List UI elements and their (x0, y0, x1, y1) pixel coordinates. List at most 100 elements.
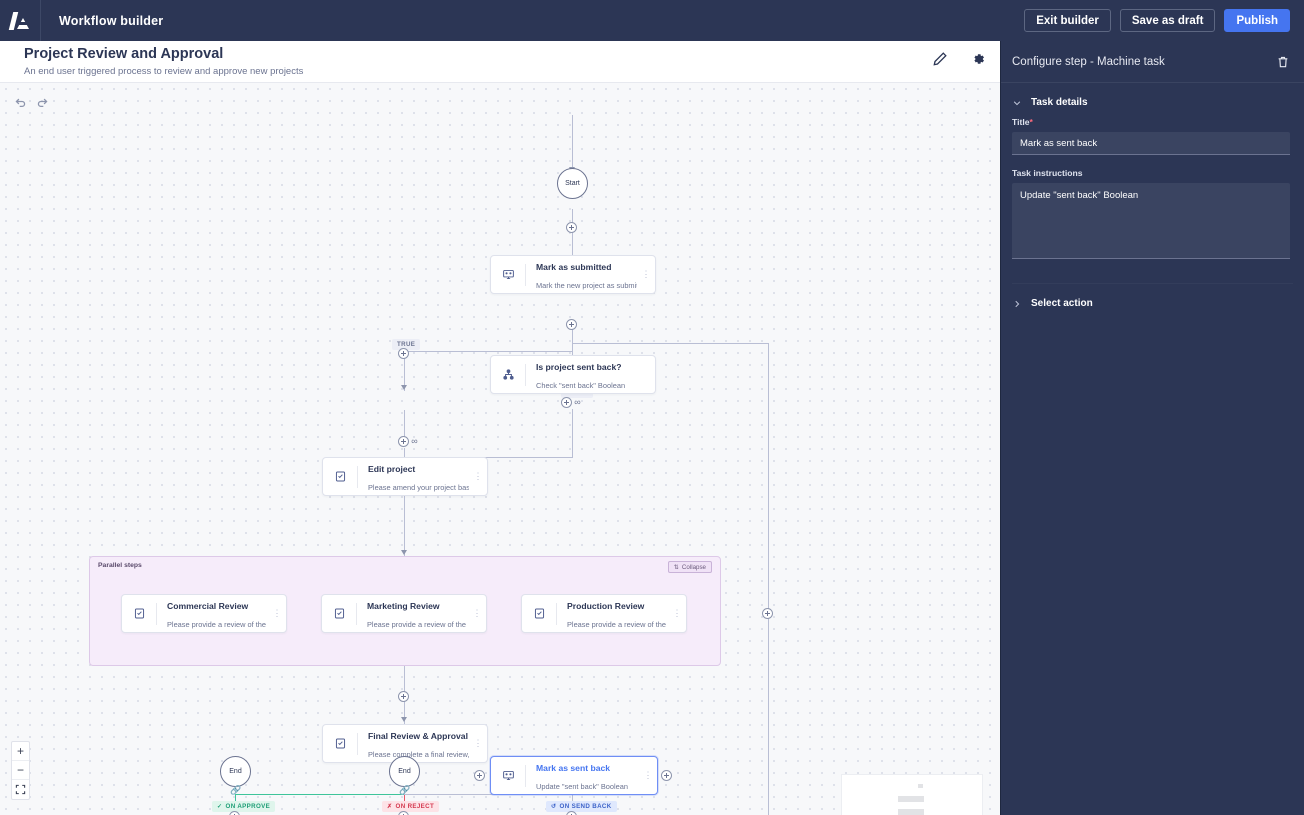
section-task-details[interactable]: Task details (1001, 83, 1304, 117)
add-step-after-edit[interactable] (398, 436, 409, 447)
node-end-reject[interactable]: End (389, 756, 420, 787)
node-start-label: Start (565, 180, 580, 187)
node-mark-as-submitted[interactable]: Mark as submitted Mark the new project a… (490, 255, 656, 294)
add-step-left-of-sent-back[interactable] (474, 770, 485, 781)
connector-decision-down (572, 326, 574, 352)
add-step-on-send-back[interactable] (566, 811, 577, 815)
chevron-right-icon (1015, 300, 1020, 307)
branch-label-true-text: TRUE (397, 341, 416, 348)
card-menu-icon[interactable]: ⋮ (473, 471, 483, 481)
branch-label-on-send-back[interactable]: ↺ ON SEND BACK (546, 801, 617, 812)
section-title: Task details (1031, 97, 1088, 108)
connector-sendback-h (404, 794, 573, 796)
task-instructions-textarea[interactable] (1012, 183, 1290, 259)
appian-logo-icon (8, 11, 30, 30)
connector-loopback-top (572, 343, 769, 345)
save-as-draft-button[interactable]: Save as draft (1119, 9, 1216, 32)
card-divider (357, 465, 358, 488)
node-start[interactable]: Start (557, 168, 588, 199)
add-step-after-submitted[interactable] (566, 319, 577, 330)
collapse-button[interactable]: ⇅ Collapse (667, 561, 712, 573)
card-divider (357, 732, 358, 755)
gear-icon[interactable] (970, 51, 986, 67)
user-task-icon (522, 607, 556, 620)
pencil-icon[interactable] (932, 51, 948, 67)
connector-reject-v (404, 794, 406, 803)
card-title: Mark as submitted (536, 261, 612, 272)
exit-builder-button[interactable]: Exit builder (1024, 9, 1111, 32)
card-menu-icon[interactable]: ⋮ (272, 608, 282, 618)
zoom-out-button[interactable]: − (12, 761, 29, 780)
user-task-icon (323, 737, 357, 750)
add-step-on-approve[interactable] (229, 811, 240, 815)
node-commercial-review[interactable]: Commercial Review Please provide a revie… (121, 594, 287, 633)
title-input[interactable] (1012, 132, 1290, 155)
link-icon-end-reject[interactable]: 🔗 (399, 785, 411, 795)
section-title: Select action (1031, 298, 1093, 309)
card-description: Please provide a review of the produ... (567, 619, 668, 629)
add-step-right-of-sent-back[interactable] (661, 770, 672, 781)
card-menu-icon[interactable]: ⋮ (473, 738, 483, 748)
card-text: Final Review & Approval Please complete … (358, 726, 469, 762)
add-step-loopback[interactable] (762, 608, 773, 619)
collapse-icon: ⇅ (673, 563, 679, 571)
branch-label-on-reject[interactable]: ✗ ON REJECT (382, 801, 440, 812)
app-logo[interactable] (0, 0, 41, 41)
card-description: Please amend your project based on ... (368, 482, 469, 492)
connector-approve-v (235, 794, 237, 803)
fit-screen-icon[interactable] (12, 780, 29, 799)
branch-label-on-reject-text: ON REJECT (395, 803, 435, 810)
page-title: Project Review and Approval (24, 46, 224, 62)
add-step-on-reject[interactable] (398, 811, 409, 815)
card-menu-icon[interactable]: ⋮ (472, 608, 482, 618)
add-step-true-branch[interactable] (398, 348, 409, 359)
arrow-to-final-review (401, 717, 407, 722)
link-step-after-edit[interactable]: ∞ (411, 436, 418, 446)
card-menu-icon[interactable]: ⋮ (641, 269, 651, 279)
add-step-before-final[interactable] (398, 691, 409, 702)
card-divider (356, 602, 357, 625)
node-end-approve[interactable]: End (220, 756, 251, 787)
add-step-after-start[interactable] (566, 222, 577, 233)
user-task-icon (323, 470, 357, 483)
page-description: An end user triggered process to review … (24, 66, 304, 77)
nav-title: Workflow builder (59, 13, 164, 28)
node-marketing-review[interactable]: Marketing Review Please provide a review… (321, 594, 487, 633)
node-mark-as-sent-back[interactable]: Mark as sent back Update "sent back" Boo… (490, 756, 658, 795)
chevron-down-icon (1013, 100, 1021, 105)
minimap[interactable] (841, 774, 983, 815)
branch-label-on-approve-text: ON APPROVE (225, 803, 271, 810)
workflow-canvas[interactable]: TRUE FALSE ∞ ∞ ✓ ON APPROVE ✗ ON REJECT (0, 83, 1000, 815)
undo-icon[interactable] (14, 95, 27, 108)
card-title: Production Review (567, 600, 645, 611)
trash-icon[interactable] (1276, 55, 1290, 69)
node-is-project-sent-back[interactable]: Is project sent back? Check "sent back" … (490, 355, 656, 394)
card-title: Commercial Review (167, 600, 249, 611)
card-menu-icon[interactable]: ⋮ (672, 608, 682, 618)
card-title: Marketing Review (367, 600, 440, 611)
task-instructions-label: Task instructions (1012, 168, 1083, 178)
card-title: Is project sent back? (536, 361, 622, 372)
node-edit-project[interactable]: Edit project Please amend your project b… (322, 457, 488, 496)
branch-label-true[interactable]: TRUE (392, 339, 421, 350)
zoom-in-button[interactable]: + (12, 742, 29, 761)
configure-step-panel: Configure step - Machine task Task detai… (1000, 41, 1304, 815)
node-production-review[interactable]: Production Review Please provide a revie… (521, 594, 687, 633)
title-field-label: Title* (1001, 117, 1304, 127)
section-select-action[interactable]: Select action (1001, 284, 1304, 318)
card-description: Update "sent back" Boolean (536, 781, 628, 791)
card-description: Please complete a final review, looking … (368, 749, 469, 759)
nav-actions: Exit builder Save as draft Publish (1024, 9, 1304, 32)
branch-label-on-approve[interactable]: ✓ ON APPROVE (212, 801, 276, 812)
publish-button[interactable]: Publish (1224, 9, 1290, 32)
redo-icon[interactable] (36, 95, 49, 108)
link-step-false-branch[interactable]: ∞ (574, 397, 581, 407)
card-menu-icon[interactable]: ⋮ (643, 770, 653, 780)
machine-task-icon (491, 769, 525, 782)
link-icon-end-approve[interactable]: 🔗 (230, 785, 242, 795)
user-task-icon (122, 607, 156, 620)
add-step-false-branch[interactable] (561, 397, 572, 408)
connector-sendback-v (572, 794, 574, 803)
card-text: Marketing Review Please provide a review… (357, 596, 468, 632)
arrow-to-edit-project (401, 385, 407, 390)
